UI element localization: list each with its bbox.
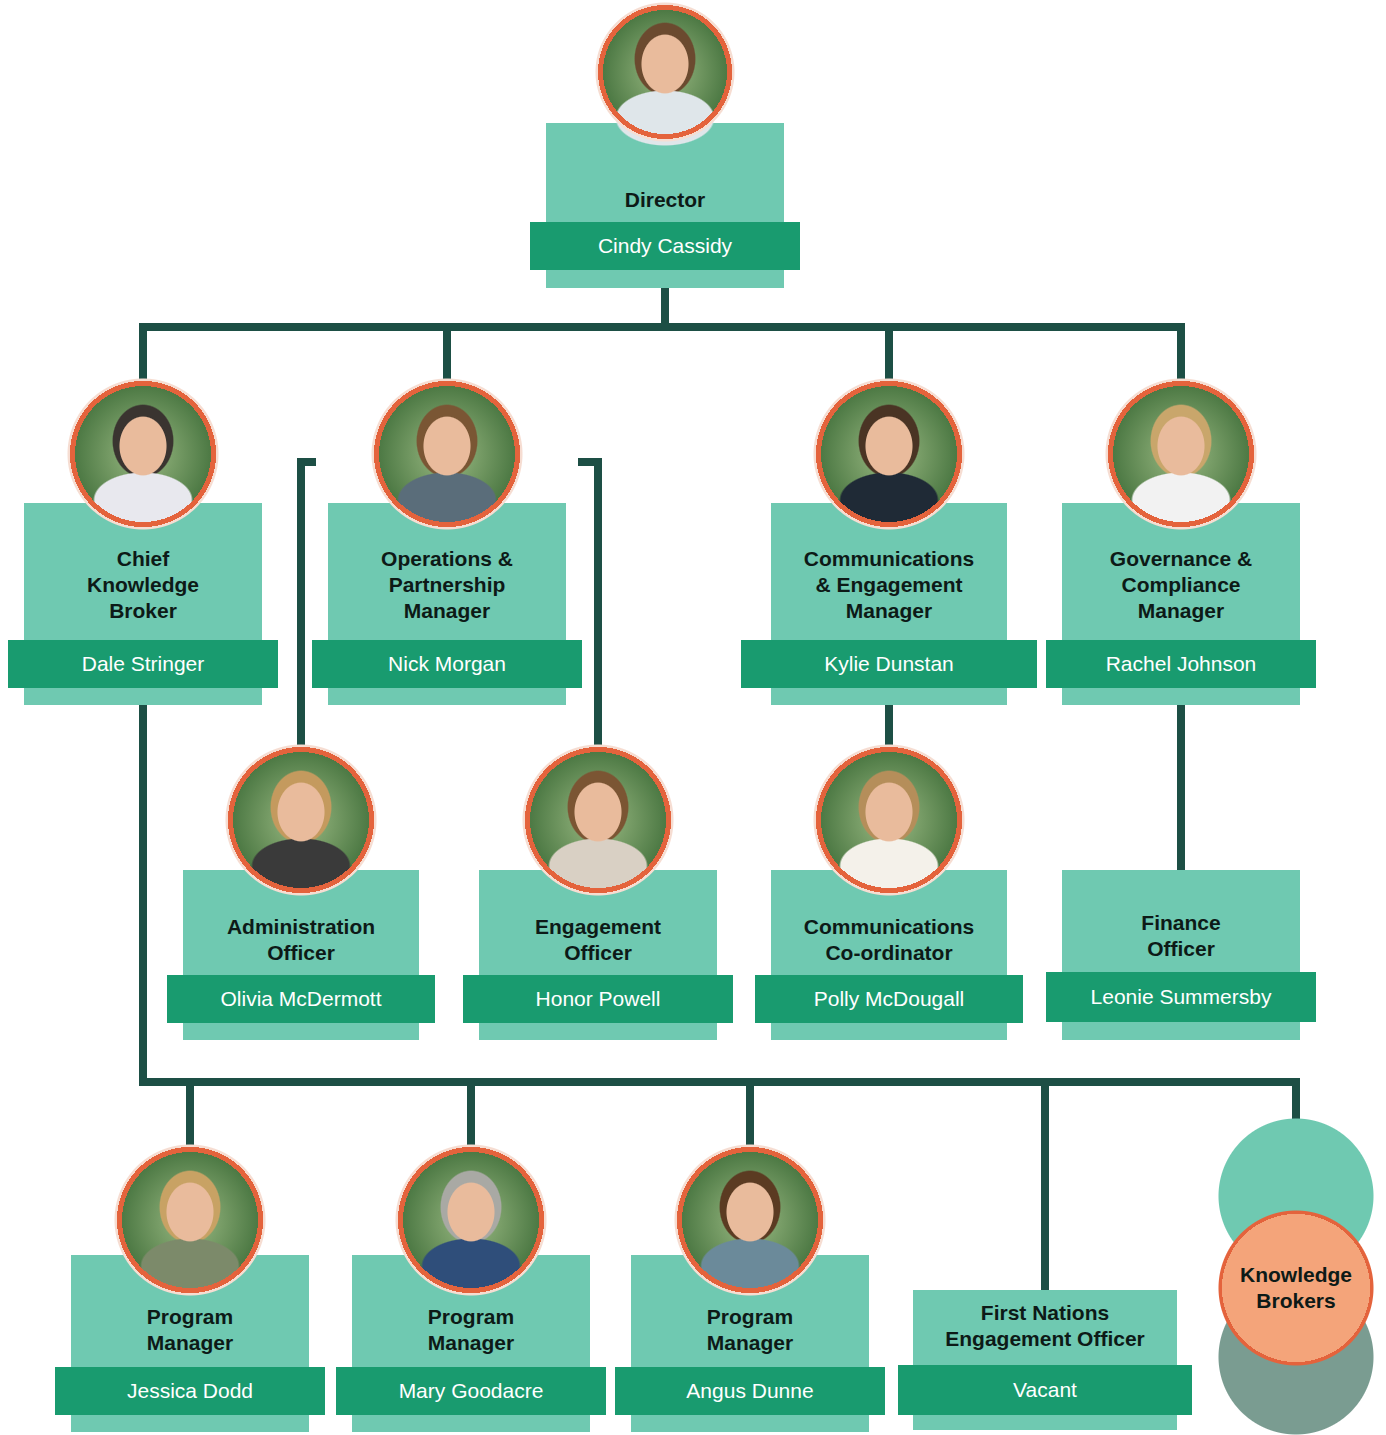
title-wrap: Communications & Engagement Manager [799, 546, 979, 624]
person-name: Dale Stringer [82, 640, 205, 688]
title-wrap: Director [565, 187, 765, 213]
name-bar: Angus Dunne [615, 1367, 885, 1415]
role-card: Communications Co-ordinatorPolly McDouga… [755, 744, 1023, 1040]
role-title: Chief Knowledge Broker [73, 546, 213, 624]
role-title: Communications & Engagement Manager [799, 546, 979, 624]
name-bar: Polly McDougall [755, 975, 1023, 1023]
role-title: Administration Officer [216, 914, 386, 966]
name-bar: Dale Stringer [8, 640, 278, 688]
role-title: Engagement Officer [513, 914, 683, 966]
title-wrap: Communications Co-ordinator [799, 914, 979, 966]
role-title: Communications Co-ordinator [799, 914, 979, 966]
role-card: Communications & Engagement ManagerKylie… [741, 378, 1037, 705]
person-name: Polly McDougall [814, 975, 965, 1023]
person-name: Vacant [1013, 1365, 1077, 1415]
title-wrap: Knowledge Brokers [1231, 1262, 1361, 1314]
role-title: Governance & Compliance Manager [1101, 546, 1261, 624]
role-card: Program ManagerJessica Dodd [55, 1144, 325, 1432]
name-bar: Honor Powell [463, 975, 733, 1023]
person-name: Honor Powell [536, 975, 661, 1023]
connector-line [665, 288, 1181, 378]
title-wrap: Engagement Officer [513, 914, 683, 966]
person-name: Cindy Cassidy [598, 222, 732, 270]
name-bar: Jessica Dodd [55, 1367, 325, 1415]
group-circles: Knowledge Brokers [1216, 1118, 1376, 1435]
title-wrap: Finance Officer [1121, 910, 1241, 962]
person-name: Kylie Dunstan [824, 640, 954, 688]
role-card: Chief Knowledge BrokerDale Stringer [8, 378, 278, 705]
person-name: Jessica Dodd [127, 1367, 253, 1415]
role-title: Director [565, 187, 765, 213]
name-bar: Rachel Johnson [1046, 640, 1316, 688]
name-bar: Vacant [898, 1365, 1192, 1415]
role-card: Finance OfficerLeonie Summersby [1046, 870, 1316, 1040]
title-wrap: Administration Officer [216, 914, 386, 966]
role-title: Knowledge Brokers [1231, 1262, 1361, 1314]
person-name: Angus Dunne [686, 1367, 813, 1415]
name-bar: Kylie Dunstan [741, 640, 1037, 688]
role-card: Engagement OfficerHonor Powell [463, 744, 733, 1040]
role-title: Operations & Partnership Manager [367, 546, 527, 624]
person-name: Rachel Johnson [1106, 640, 1257, 688]
role-title: Program Manager [406, 1304, 536, 1356]
name-bar: Nick Morgan [312, 640, 582, 688]
connector-line [1177, 705, 1185, 870]
role-card: DirectorCindy Cassidy [530, 2, 800, 288]
role-title: Program Manager [685, 1304, 815, 1356]
connector-line [143, 288, 665, 378]
role-card: Program ManagerMary Goodacre [336, 1144, 606, 1432]
role-card: Operations & Partnership ManagerNick Mor… [312, 378, 582, 705]
title-wrap: Operations & Partnership Manager [367, 546, 527, 624]
role-title: Program Manager [125, 1304, 255, 1356]
connector-line [447, 288, 665, 378]
role-title: First Nations Engagement Officer [920, 1300, 1170, 1352]
role-card: Administration OfficerOlivia McDermott [167, 744, 435, 1040]
role-card: Program ManagerAngus Dunne [615, 1144, 885, 1432]
title-wrap: Chief Knowledge Broker [73, 546, 213, 624]
connector-line [582, 462, 598, 744]
name-bar: Leonie Summersby [1046, 972, 1316, 1022]
role-title: Finance Officer [1121, 910, 1241, 962]
title-wrap: Governance & Compliance Manager [1101, 546, 1261, 624]
connector-line [665, 288, 889, 378]
role-card: First Nations Engagement OfficerVacant [898, 1290, 1192, 1430]
person-name: Olivia McDermott [220, 975, 381, 1023]
person-name: Nick Morgan [388, 640, 506, 688]
name-bar: Olivia McDermott [167, 975, 435, 1023]
title-wrap: Program Manager [406, 1304, 536, 1356]
title-wrap: Program Manager [125, 1304, 255, 1356]
title-wrap: First Nations Engagement Officer [920, 1300, 1170, 1352]
connector-line [301, 462, 312, 744]
title-wrap: Program Manager [685, 1304, 815, 1356]
name-bar: Mary Goodacre [336, 1367, 606, 1415]
person-name: Leonie Summersby [1091, 972, 1272, 1022]
role-card: Governance & Compliance ManagerRachel Jo… [1046, 378, 1316, 705]
connector-line [885, 705, 893, 744]
name-bar: Cindy Cassidy [530, 222, 800, 270]
person-name: Mary Goodacre [399, 1367, 544, 1415]
